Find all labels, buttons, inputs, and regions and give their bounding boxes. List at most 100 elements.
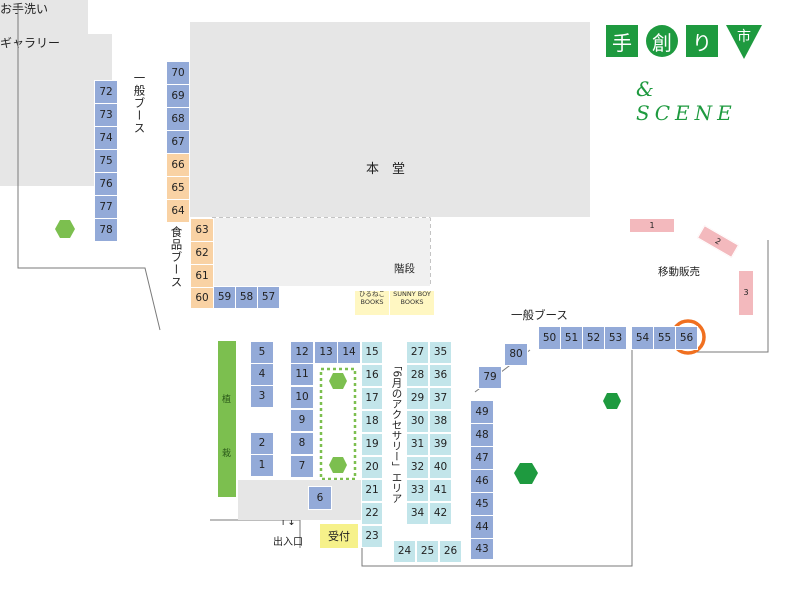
booth-53[interactable]: 53 xyxy=(604,326,627,350)
booth-34[interactable]: 34 xyxy=(406,502,429,525)
booth-74[interactable]: 74 xyxy=(94,126,118,150)
planting-label-1: 植 xyxy=(222,395,232,405)
booth-28[interactable]: 28 xyxy=(406,364,429,387)
booth-12[interactable]: 12 xyxy=(290,341,314,364)
booth-48[interactable]: 48 xyxy=(470,423,494,447)
booth-67[interactable]: 67 xyxy=(166,130,190,154)
booth-25[interactable]: 25 xyxy=(416,540,439,563)
booth-72[interactable]: 72 xyxy=(94,80,118,104)
booth-20[interactable]: 20 xyxy=(361,456,383,479)
planting-label-2: 栽 xyxy=(222,449,232,459)
booth-15[interactable]: 15 xyxy=(361,341,383,364)
booth-6[interactable]: 6 xyxy=(308,486,332,510)
booth-42[interactable]: 42 xyxy=(429,502,452,525)
booth-65[interactable]: 65 xyxy=(166,176,190,200)
booth-24[interactable]: 24 xyxy=(393,540,416,563)
booth-73[interactable]: 73 xyxy=(94,103,118,127)
booth-62[interactable]: 62 xyxy=(190,241,214,265)
general-booth-label-top: 一般ブース xyxy=(132,72,147,135)
booth-21[interactable]: 21 xyxy=(361,479,383,502)
booth-41[interactable]: 41 xyxy=(429,479,452,502)
booth-76[interactable]: 76 xyxy=(94,172,118,196)
booth-19[interactable]: 19 xyxy=(361,433,383,456)
booth-18[interactable]: 18 xyxy=(361,410,383,433)
booth-31[interactable]: 31 xyxy=(406,433,429,456)
entrance-label: 出入口 xyxy=(273,537,303,548)
booth-79[interactable]: 79 xyxy=(478,366,502,389)
booth-70[interactable]: 70 xyxy=(166,61,190,85)
booth-10[interactable]: 10 xyxy=(290,386,314,409)
booth-17[interactable]: 17 xyxy=(361,387,383,410)
hiruneko-books-sign: ひるねこ BOOKS xyxy=(355,290,389,315)
booth-80[interactable]: 80 xyxy=(504,343,528,366)
booth-56[interactable]: 56 xyxy=(675,326,698,350)
logo-tile-2: 創 xyxy=(646,25,678,57)
food-booth-label: 食品ブース xyxy=(169,226,184,289)
booth-9[interactable]: 9 xyxy=(290,409,314,432)
booth-29[interactable]: 29 xyxy=(406,387,429,410)
booth-11[interactable]: 11 xyxy=(290,363,314,386)
booth-8[interactable]: 8 xyxy=(290,432,314,455)
booth-69[interactable]: 69 xyxy=(166,84,190,108)
booth-38[interactable]: 38 xyxy=(429,410,452,433)
booth-13[interactable]: 13 xyxy=(314,341,338,364)
booth-7[interactable]: 7 xyxy=(290,455,314,478)
corridor-line xyxy=(210,519,301,548)
booth-4[interactable]: 4 xyxy=(250,363,274,386)
booth-47[interactable]: 47 xyxy=(470,446,494,470)
booth-77[interactable]: 77 xyxy=(94,195,118,219)
booth-63[interactable]: 63 xyxy=(190,218,214,242)
sunnyboy-books-sign: SUNNY BOY BOOKS xyxy=(390,290,434,315)
booth-75[interactable]: 75 xyxy=(94,149,118,173)
booth-33[interactable]: 33 xyxy=(406,479,429,502)
booth-32[interactable]: 32 xyxy=(406,456,429,479)
tree-icon xyxy=(329,457,347,473)
booth-23[interactable]: 23 xyxy=(361,525,383,548)
booth-54[interactable]: 54 xyxy=(631,326,654,350)
booth-30[interactable]: 30 xyxy=(406,410,429,433)
booth-40[interactable]: 40 xyxy=(429,456,452,479)
restroom: お手洗い xyxy=(0,0,88,34)
booth-27[interactable]: 27 xyxy=(406,341,429,364)
main-hall-label: 本 堂 xyxy=(366,162,406,177)
booth-64[interactable]: 64 xyxy=(166,199,190,223)
booth-51[interactable]: 51 xyxy=(560,326,583,350)
booth-66[interactable]: 66 xyxy=(166,153,190,177)
booth-46[interactable]: 46 xyxy=(470,469,494,493)
booth-2[interactable]: 2 xyxy=(250,432,274,455)
booth-45[interactable]: 45 xyxy=(470,492,494,516)
booth-59[interactable]: 59 xyxy=(213,286,236,309)
tree-icon xyxy=(55,220,75,238)
planting-strip xyxy=(218,341,236,497)
logo-tile-1: 手 xyxy=(606,25,638,57)
booth-68[interactable]: 68 xyxy=(166,107,190,131)
booth-37[interactable]: 37 xyxy=(429,387,452,410)
booth-49[interactable]: 49 xyxy=(470,400,494,424)
booth-61[interactable]: 61 xyxy=(190,264,214,288)
booth-52[interactable]: 52 xyxy=(582,326,605,350)
booth-14[interactable]: 14 xyxy=(337,341,361,364)
booth-35[interactable]: 35 xyxy=(429,341,452,364)
booth-44[interactable]: 44 xyxy=(470,515,494,539)
booth-36[interactable]: 36 xyxy=(429,364,452,387)
mobile-sales-1[interactable]: 1 xyxy=(629,218,675,233)
sunnyboy-line-1: SUNNY BOY xyxy=(393,290,431,298)
booth-55[interactable]: 55 xyxy=(653,326,676,350)
booth-50[interactable]: 50 xyxy=(538,326,561,350)
booth-58[interactable]: 58 xyxy=(235,286,258,309)
booth-60[interactable]: 60 xyxy=(190,287,214,309)
booth-16[interactable]: 16 xyxy=(361,364,383,387)
booth-5[interactable]: 5 xyxy=(250,341,274,364)
booth-43[interactable]: 43 xyxy=(470,538,494,560)
booth-78[interactable]: 78 xyxy=(94,218,118,242)
left-wall xyxy=(17,8,161,331)
booth-57[interactable]: 57 xyxy=(257,286,280,309)
booth-3[interactable]: 3 xyxy=(250,385,274,408)
main-hall xyxy=(190,22,590,217)
booth-1[interactable]: 1 xyxy=(250,454,274,477)
booth-26[interactable]: 26 xyxy=(439,540,462,563)
booth-22[interactable]: 22 xyxy=(361,502,383,525)
mobile-sales-3[interactable]: 3 xyxy=(738,270,754,316)
booth-39[interactable]: 39 xyxy=(429,433,452,456)
